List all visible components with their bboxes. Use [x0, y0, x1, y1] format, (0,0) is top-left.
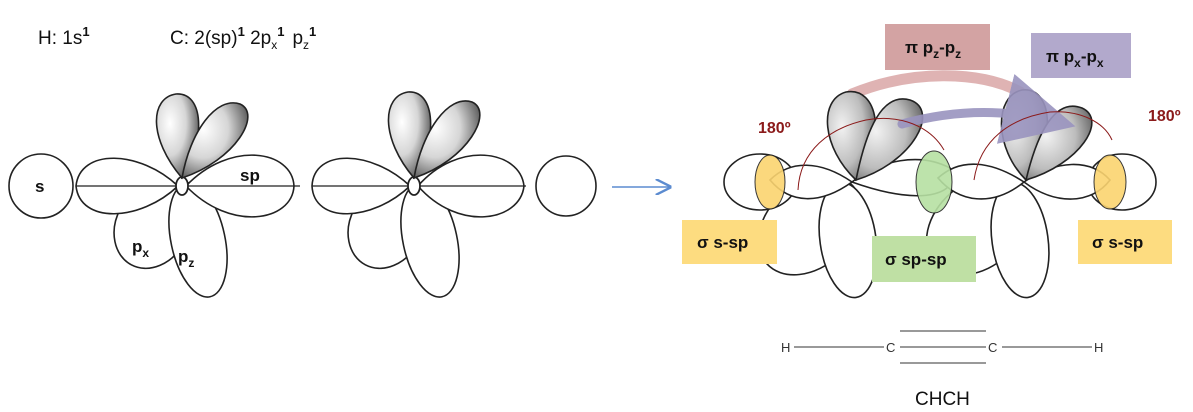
px-orbital-label: px [132, 237, 149, 260]
hydrogen-s-orbital-right [535, 155, 597, 217]
sigma-s-sp-overlap-left [754, 154, 786, 210]
pi-px-label: π px-px [1031, 33, 1131, 78]
svg-text:π pz-pz: π pz-pz [905, 38, 961, 61]
angle-arc-left [797, 118, 945, 191]
angle-arc-right [973, 111, 1113, 181]
acetylene-structural-formula: H C C H CHCH [781, 330, 1103, 410]
sigma-sp-sp-overlap [915, 150, 953, 214]
svg-text:σ sp-sp: σ sp-sp [885, 250, 947, 269]
carbon-sp-orbitals-left [75, 93, 300, 298]
sp-orbital-label: sp [240, 166, 260, 185]
acetylene-orbital-overlap [723, 70, 1157, 299]
sigma-s-sp-label-right: σ s-sp [1078, 220, 1172, 264]
pz-orbital-label: pz [178, 247, 194, 270]
svg-text:σ s-sp: σ s-sp [697, 233, 748, 252]
angle-label-right: 180º [1148, 108, 1181, 125]
carbon-sp-orbitals-right [311, 91, 526, 298]
molecule-name: CHCH [915, 389, 970, 410]
structure-h-right: H [1094, 340, 1103, 355]
sigma-sp-sp-label: σ sp-sp [872, 236, 976, 282]
pi-pz-overlap-arc [846, 70, 1026, 100]
sigma-s-sp-label-left: σ s-sp [682, 220, 777, 264]
hydrogen-s-orbital: s [8, 153, 74, 219]
angle-label-left: 180º [758, 120, 791, 137]
hydrogen-configuration: H: 1s1 [38, 24, 90, 49]
structure-h-left: H [781, 340, 790, 355]
svg-text:σ s-sp: σ s-sp [1092, 233, 1143, 252]
structure-c-right: C [988, 340, 997, 355]
s-orbital-label: s [35, 177, 44, 196]
pi-px-overlap-arc [897, 73, 1076, 144]
sigma-s-sp-overlap-right [1093, 154, 1127, 210]
pi-pz-label: π pz-pz [885, 24, 990, 70]
structure-c-left: C [886, 340, 895, 355]
svg-text:π px-px: π px-px [1046, 47, 1104, 70]
